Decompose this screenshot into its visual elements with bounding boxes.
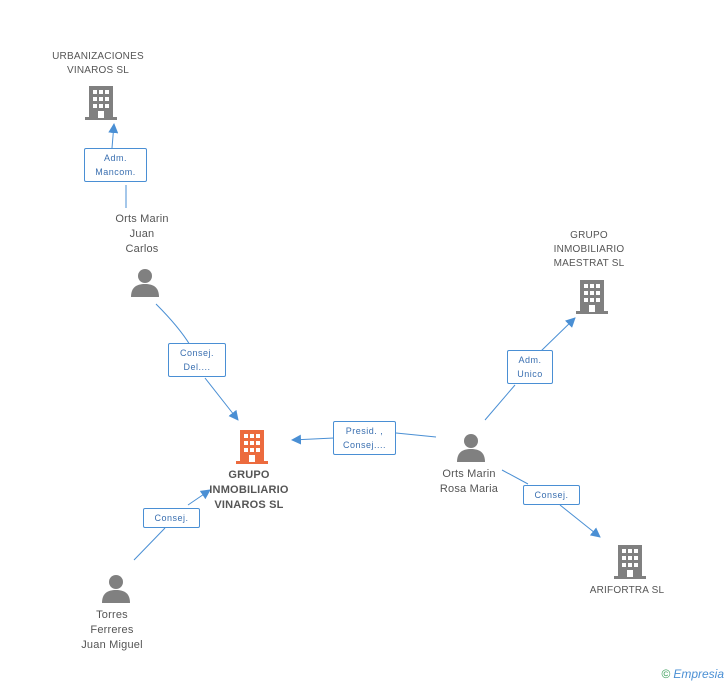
edge-label-line: Adm.	[103, 153, 127, 163]
node-label-torres-ferreres-juan-miguel[interactable]: Torres Ferreres Juan Miguel	[62, 608, 162, 653]
edge-label-consej-arifortra[interactable]: Consej.	[523, 485, 580, 505]
label-line: Rosa Maria	[439, 483, 499, 495]
label-line: Orts Marin	[442, 468, 496, 480]
node-label-grupo-inmobiliario-maestrat[interactable]: GRUPO INMOBILIARIO MAESTRAT SL	[539, 229, 639, 271]
brand-name: Empresia	[673, 667, 724, 681]
copyright-icon: ©	[661, 667, 671, 681]
label-line: GRUPO	[570, 230, 608, 241]
node-label-urbanizaciones-vinaros[interactable]: URBANIZACIONES VINAROS SL	[38, 50, 158, 78]
edge-label-line: Unico	[517, 369, 543, 379]
edge-label-line: Presid. ,	[345, 426, 384, 436]
label-line: Carlos	[125, 243, 159, 255]
edge-label-adm-unico[interactable]: Adm. Unico	[507, 350, 553, 384]
label-line: MAESTRAT SL	[553, 258, 625, 269]
label-line: Ferreres	[90, 624, 134, 636]
label-line: Juan Miguel	[81, 639, 143, 651]
edge-label-consej-torres[interactable]: Consej.	[143, 508, 200, 528]
edge-label-line: Consej.	[179, 348, 214, 358]
node-label-orts-marin-juan-carlos[interactable]: Orts Marin Juan Carlos	[92, 212, 192, 257]
person-icon	[457, 434, 485, 462]
label-line: VINAROS SL	[214, 499, 284, 511]
edge-line-presid-consej	[292, 433, 437, 440]
node-label-arifortra[interactable]: ARIFORTRA SL	[577, 584, 677, 598]
person-icon	[131, 269, 159, 297]
label-line: URBANIZACIONES	[52, 51, 144, 62]
node-label-grupo-inmobiliario-vinaros[interactable]: GRUPO INMOBILIARIO VINAROS SL	[194, 468, 304, 513]
label-line: VINAROS SL	[66, 65, 130, 76]
label-line: INMOBILIARIO	[553, 244, 625, 255]
label-line: GRUPO	[228, 469, 270, 481]
edge-label-adm-mancom[interactable]: Adm. Mancom.	[84, 148, 147, 182]
edge-line-consej-arifortra	[501, 469, 600, 537]
label-line: Orts Marin	[115, 213, 169, 225]
edge-line-consej-torres	[133, 490, 210, 561]
edge-label-line: Adm.	[518, 355, 542, 365]
edge-line-adm-mancom	[112, 124, 127, 208]
label-line: INMOBILIARIO	[209, 484, 289, 496]
building-icon	[576, 280, 608, 314]
building-icon-main	[236, 430, 268, 464]
edge-label-consej-del[interactable]: Consej. Del....	[168, 343, 226, 377]
edge-label-line: Consej.	[534, 490, 569, 500]
node-label-orts-marin-rosa-maria[interactable]: Orts Marin Rosa Maria	[419, 467, 519, 497]
edge-label-line: Consej....	[342, 440, 387, 450]
label-line: Torres	[96, 609, 128, 621]
edge-line-adm-unico	[484, 318, 575, 421]
edge-line-consej-del	[155, 303, 238, 420]
edge-label-line: Del....	[183, 362, 211, 372]
person-icon	[102, 575, 130, 603]
edge-label-line: Consej.	[154, 513, 189, 523]
label-line: ARIFORTRA SL	[589, 585, 665, 596]
edge-label-presid-consej[interactable]: Presid. , Consej....	[333, 421, 396, 455]
building-icon	[85, 86, 117, 120]
brand-watermark: ©Empresia	[661, 667, 724, 681]
label-line: Juan	[129, 228, 155, 240]
edge-label-line: Mancom.	[95, 167, 136, 177]
building-icon	[614, 545, 646, 579]
